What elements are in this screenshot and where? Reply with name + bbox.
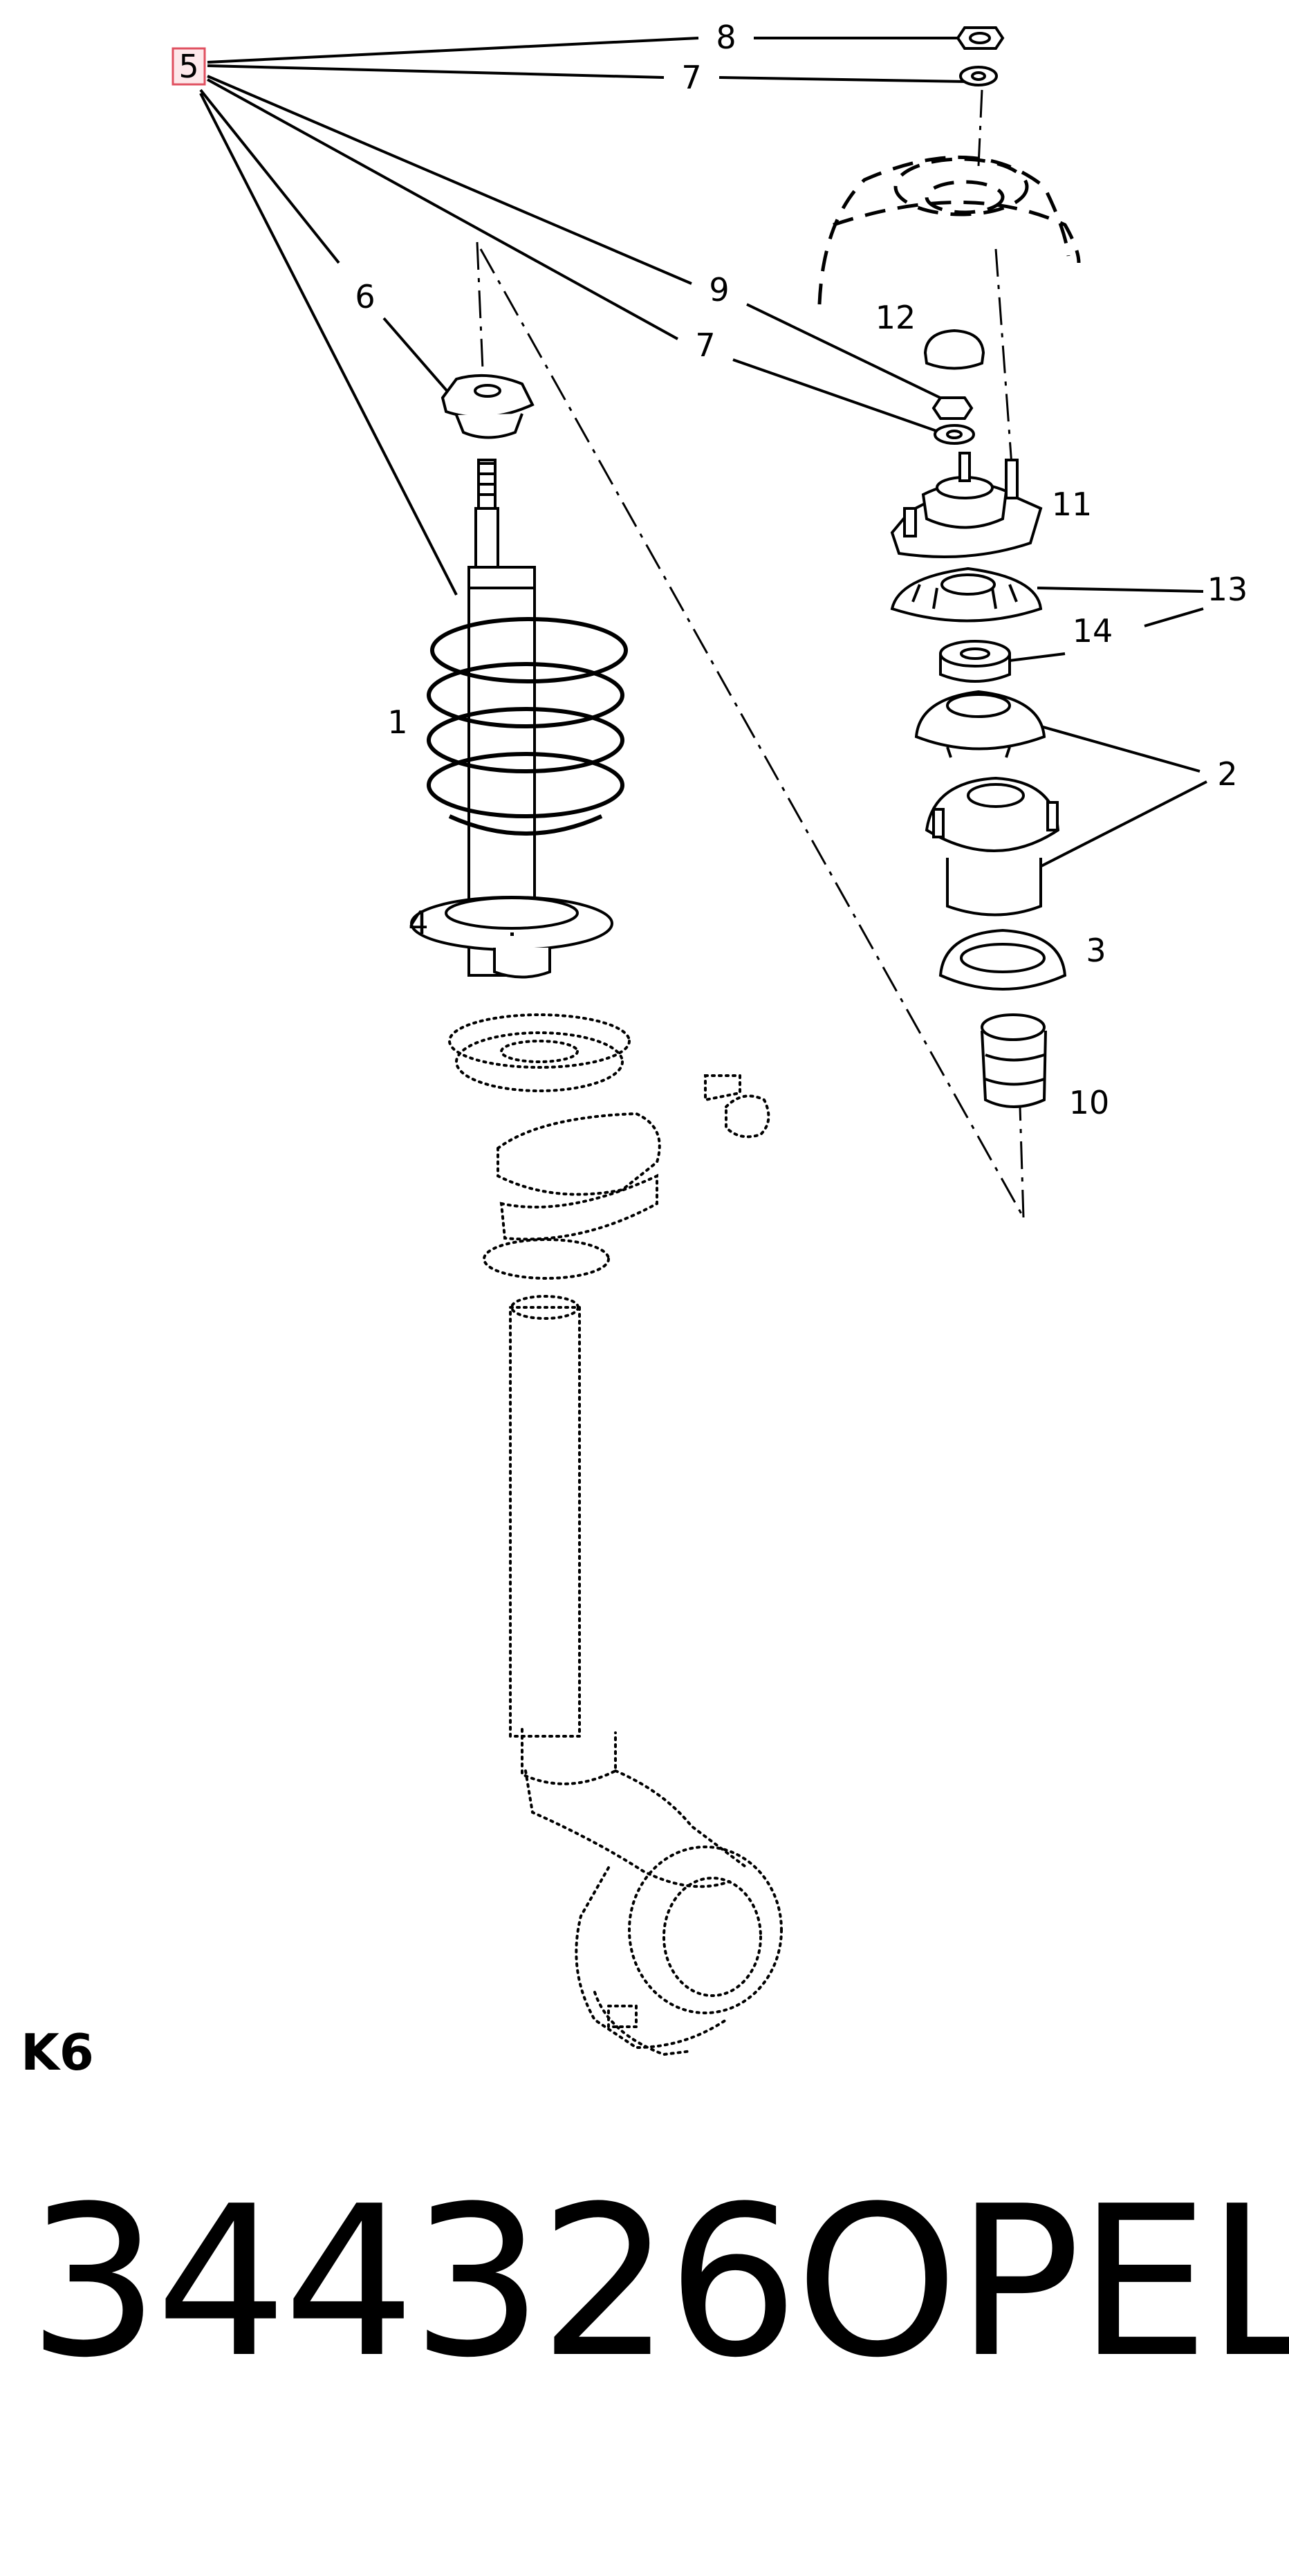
callout-4[interactable]: 4 [408, 904, 428, 941]
callout-14[interactable]: 14 [1073, 612, 1113, 650]
brand-name: OPEL [795, 2162, 1289, 2403]
mount-plate-6 [441, 374, 535, 439]
callout-13[interactable]: 13 [1207, 571, 1248, 608]
spring-seat-4 [410, 896, 613, 951]
section-code: K6 [21, 2023, 94, 2081]
callout-11[interactable]: 11 [1052, 486, 1093, 523]
strut-mount-2-lower [925, 776, 1060, 917]
body-mount-panel [817, 155, 1081, 305]
coil-spring-1 [427, 617, 628, 836]
reference-lower-assembly [448, 1013, 783, 2057]
washer-7-top [959, 66, 998, 86]
cap-12 [923, 329, 985, 370]
exploded-strut-diagram: 5 8 7 9 7 12 6 11 13 14 1 2 4 3 10 [171, 19, 1248, 2057]
callout-3[interactable]: 3 [1086, 932, 1106, 969]
callout-7-lower[interactable]: 7 [695, 326, 715, 364]
washer-7-lower [934, 424, 975, 445]
mount-plate-11 [890, 452, 1043, 558]
bump-cap-13 [890, 567, 1043, 623]
callout-9[interactable]: 9 [709, 271, 729, 309]
bushing-14 [939, 640, 1011, 683]
callout-6[interactable]: 6 [355, 278, 375, 315]
callout-8[interactable]: 8 [716, 19, 736, 56]
callout-10[interactable]: 10 [1069, 1084, 1110, 1121]
callout-5[interactable]: 5 [178, 48, 198, 85]
callout-1[interactable]: 1 [387, 703, 407, 741]
callout-12[interactable]: 12 [875, 299, 916, 336]
part-number: 344326 [28, 2162, 799, 2403]
bump-stop-10 [981, 1013, 1047, 1108]
shock-absorber-rod [474, 459, 499, 569]
strut-mount-2-upper [914, 690, 1046, 758]
nut-9 [931, 396, 974, 420]
callout-7-top[interactable]: 7 [681, 59, 701, 96]
shock-lower-tube [493, 948, 551, 979]
bearing-3 [938, 928, 1067, 991]
assembly-axis-lines [476, 89, 1025, 1218]
callout-5-highlight [171, 47, 206, 86]
callout-2[interactable]: 2 [1217, 755, 1237, 793]
nut-8 [956, 26, 1005, 50]
leader-lines [199, 37, 1207, 870]
callout-labels: 5 8 7 9 7 12 6 11 13 14 1 2 4 3 10 [171, 19, 1248, 1121]
